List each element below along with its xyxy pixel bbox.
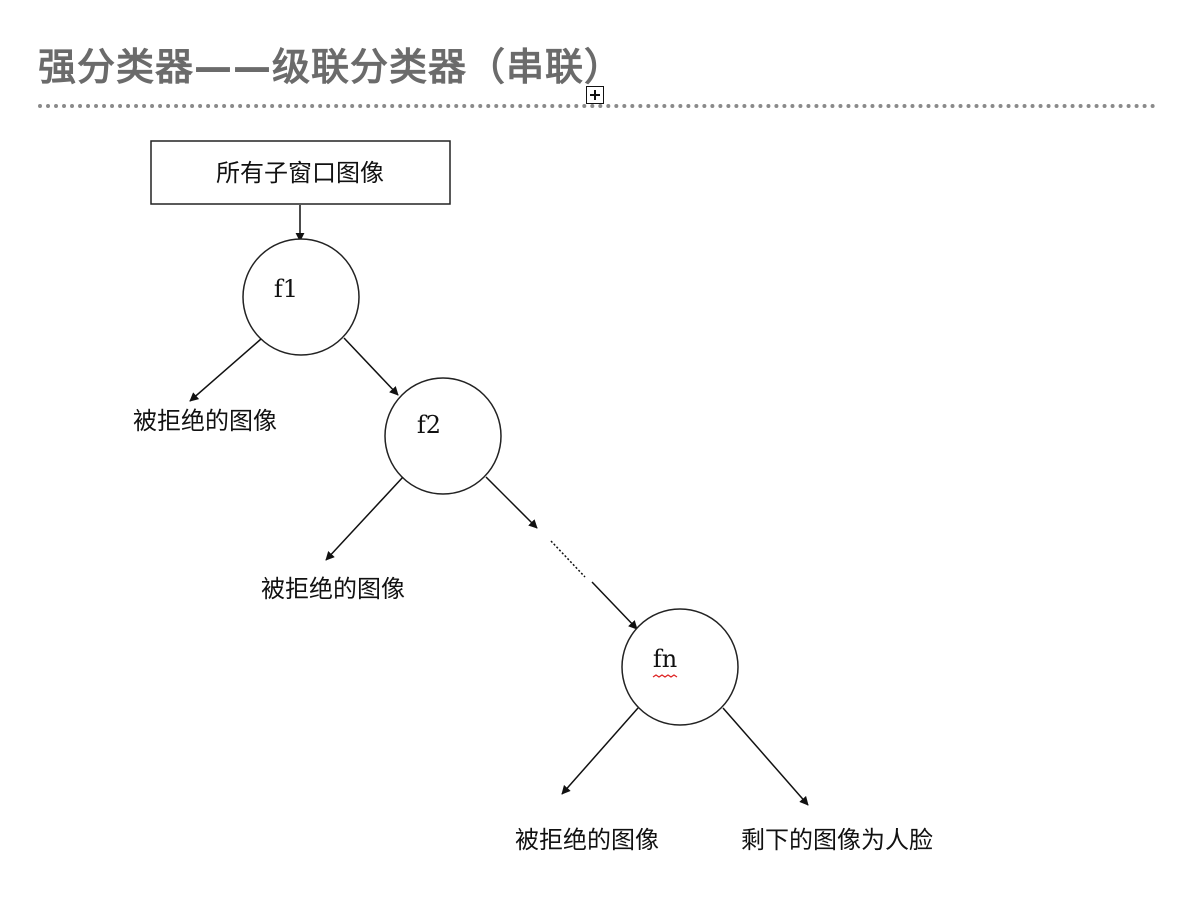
slide-title: 强分类器——级联分类器（串联） [38,45,624,89]
arrow-fn-reject [561,707,639,795]
node-fn [621,608,739,726]
arrow-f1-to-f2 [343,337,399,396]
ellipsis-continuation [550,540,586,578]
arrow-fn-accept [722,707,809,806]
arrow-ellipsis-to-fn [591,581,638,630]
input-box [150,140,451,205]
face-label: 剩下的图像为人脸 [741,826,933,854]
node-f1 [242,238,360,356]
node-fn-label: fn [653,645,677,673]
input-box-label: 所有子窗口图像 [216,159,384,187]
rejected-label-2: 被拒绝的图像 [261,575,405,603]
title-dotted-divider [38,104,1156,108]
arrow-f1-reject [189,338,262,402]
arrow-f2-reject [325,476,404,561]
expand-plus-icon[interactable] [586,86,604,104]
arrow-f2-to-ellipsis [485,476,538,529]
rejected-label-1: 被拒绝的图像 [133,407,277,435]
node-f2-label: f2 [417,411,441,439]
rejected-label-3: 被拒绝的图像 [515,826,659,854]
node-f1-label: f1 [274,275,298,303]
spellcheck-squiggle [652,674,678,678]
node-f2 [384,377,502,495]
